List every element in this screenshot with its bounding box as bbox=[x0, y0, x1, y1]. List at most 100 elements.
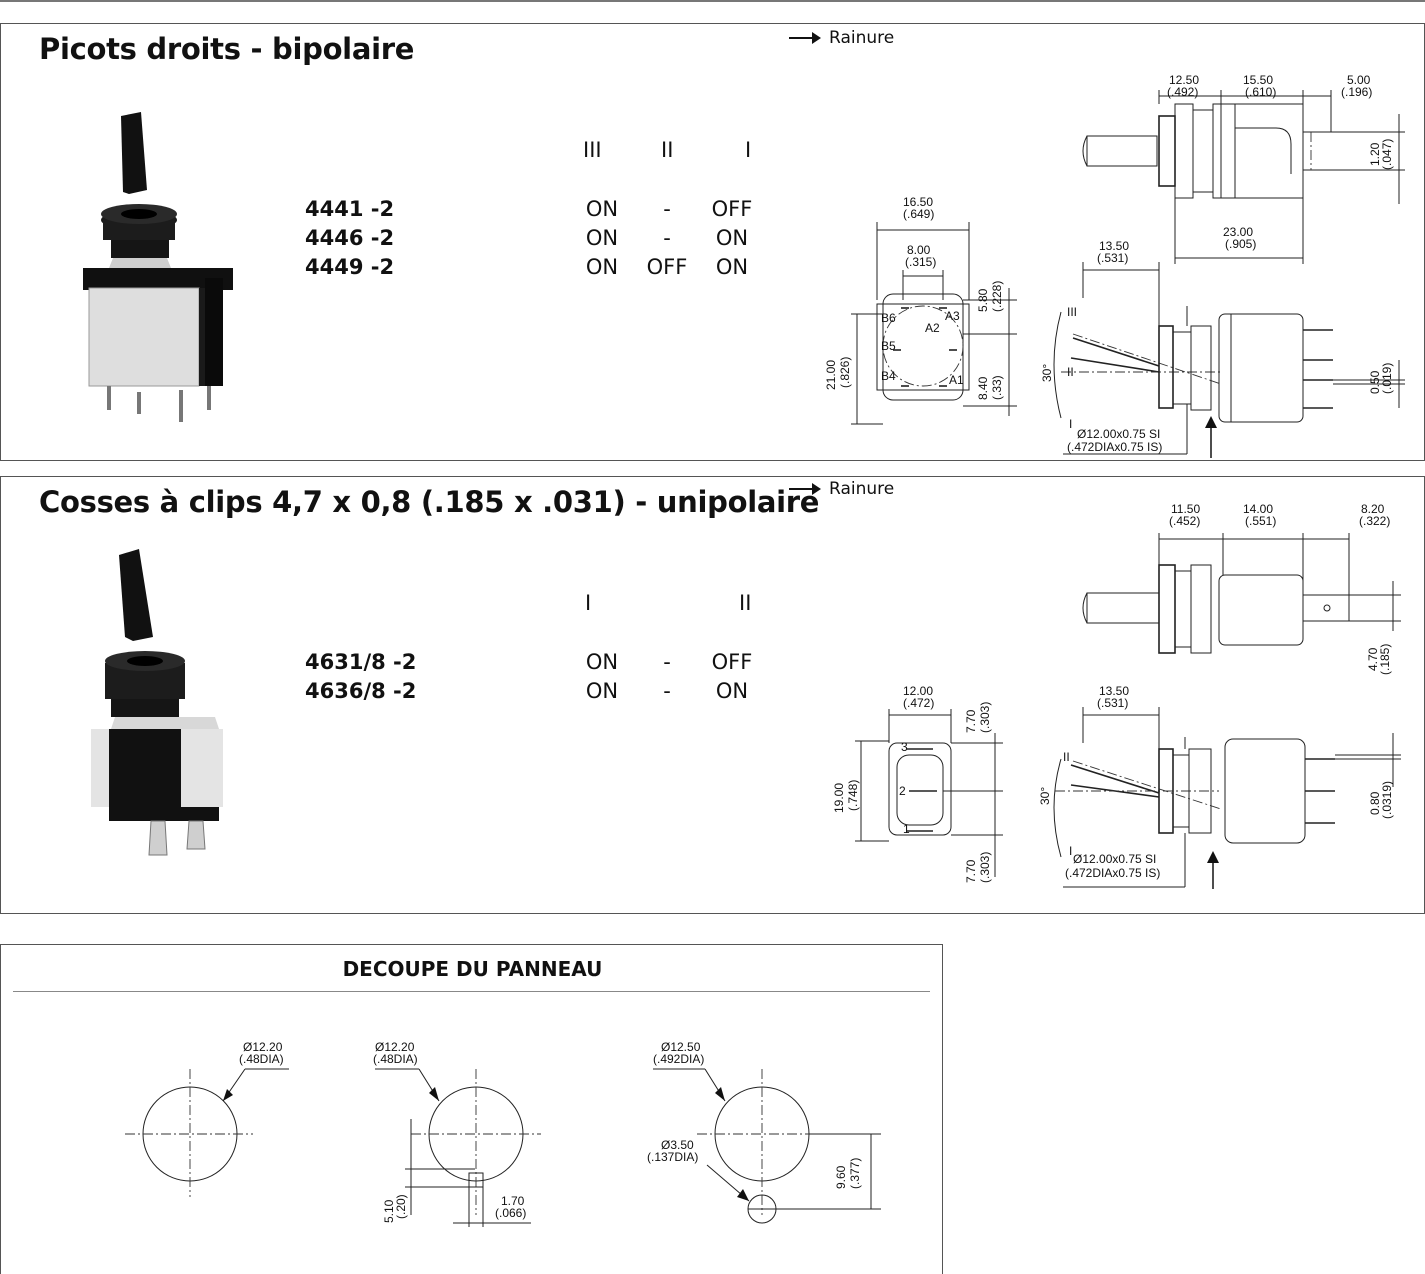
dim-text: (.452) bbox=[1169, 514, 1200, 528]
part-code: 4636/8 -2 bbox=[305, 679, 417, 703]
part-code: 4449 -2 bbox=[305, 255, 395, 279]
dim-text: (.0319) bbox=[1380, 781, 1394, 819]
dim-text: (.905) bbox=[1225, 237, 1256, 251]
dim-text: 5.00 bbox=[1347, 73, 1371, 87]
dim-text: 21.00 bbox=[824, 360, 838, 390]
cutout-dim: (.492DIA) bbox=[653, 1052, 704, 1066]
dim-text: 8.20 bbox=[1361, 502, 1385, 516]
cutout-dim: 5.10 bbox=[382, 1199, 396, 1223]
dim-text: 0.50 bbox=[1368, 370, 1382, 394]
position-label: II bbox=[1067, 365, 1074, 379]
dim-text: 23.00 bbox=[1223, 225, 1253, 239]
pin-label: B6 bbox=[881, 311, 896, 325]
technical-drawing-unipolar: 11.50 (.452) 14.00 (.551) 8.20 (.322) 4.… bbox=[832, 502, 1401, 889]
rainure-legend: Rainure bbox=[789, 28, 894, 48]
section-quick-connect-unipolar: Cosses à clips 4,7 x 0,8 (.185 x .031) -… bbox=[0, 476, 1425, 914]
thread-label: (.472DIAx0.75 IS) bbox=[1065, 866, 1160, 880]
rainure-label: Rainure bbox=[829, 479, 895, 499]
position-label: I bbox=[1069, 844, 1072, 858]
position-header-II: II bbox=[739, 591, 752, 615]
cell: - bbox=[663, 679, 671, 703]
dim-text: 14.00 bbox=[1243, 502, 1273, 516]
terminal-label: 3 bbox=[901, 740, 908, 754]
dim-text: 4.70 bbox=[1366, 647, 1380, 671]
toggle-switch-photo bbox=[83, 112, 233, 422]
position-header-I: I bbox=[585, 591, 592, 615]
pin-label: B5 bbox=[881, 339, 896, 353]
dim-text: 13.50 bbox=[1099, 684, 1129, 698]
cutout-dim: Ø3.50 bbox=[661, 1138, 694, 1152]
dim-text: 0.80 bbox=[1368, 791, 1382, 815]
cell: ON bbox=[585, 255, 619, 279]
dim-text: (.649) bbox=[903, 207, 934, 221]
thread-label: Ø12.00x0.75 SI bbox=[1077, 427, 1160, 441]
top-rule bbox=[0, 0, 1425, 2]
cutout-dim: Ø12.20 bbox=[375, 1040, 415, 1054]
dim-text: 1.20 bbox=[1368, 142, 1382, 166]
dim-text: (.531) bbox=[1097, 696, 1128, 710]
dim-text: (.303) bbox=[978, 702, 992, 733]
position-header-III: III bbox=[583, 138, 602, 162]
dim-text: 11.50 bbox=[1171, 502, 1200, 516]
angle-label: 30° bbox=[1038, 787, 1052, 805]
dim-text: 8.40 bbox=[976, 376, 990, 400]
part-code: 4631/8 -2 bbox=[305, 650, 417, 674]
dim-text: 7.70 bbox=[964, 859, 978, 883]
cutout-dim: (.066) bbox=[495, 1206, 526, 1220]
cutout-dim: Ø12.20 bbox=[243, 1040, 283, 1054]
part-code: 4446 -2 bbox=[305, 226, 395, 250]
dim-text: (.492) bbox=[1167, 85, 1198, 99]
cell: OFF bbox=[646, 255, 688, 279]
cell: ON bbox=[715, 226, 749, 250]
cell: OFF bbox=[711, 650, 753, 674]
dim-text: (.315) bbox=[905, 255, 936, 269]
cell: ON bbox=[715, 679, 749, 703]
cell: ON bbox=[585, 226, 619, 250]
arrow-up-icon bbox=[1207, 851, 1219, 863]
terminal-label: 1 bbox=[903, 822, 910, 836]
position-label: I bbox=[1069, 417, 1072, 431]
dim-text: (.303) bbox=[978, 852, 992, 883]
cell: - bbox=[663, 650, 671, 674]
cutout-dim: 9.60 bbox=[834, 1165, 848, 1189]
panel-title: DECOUPE DU PANNEAU bbox=[342, 957, 603, 981]
dim-text: (.185) bbox=[1378, 644, 1392, 675]
dim-text: (.019) bbox=[1380, 363, 1394, 394]
arrow-right-icon bbox=[789, 32, 821, 44]
pin-label: A1 bbox=[949, 373, 964, 387]
dim-text: (.228) bbox=[990, 281, 1004, 312]
dim-text: 13.50 bbox=[1099, 239, 1129, 253]
section-title: Cosses à clips 4,7 x 0,8 (.185 x .031) -… bbox=[39, 485, 820, 519]
cell: - bbox=[663, 226, 671, 250]
cutout-dim: (.20) bbox=[394, 1194, 408, 1219]
technical-drawing-bipolar: 12.50 (.492) 15.50 (.610) 5.00 (.196) 1.… bbox=[824, 73, 1405, 458]
pin-label: B4 bbox=[881, 369, 896, 383]
dim-text: (.322) bbox=[1359, 514, 1390, 528]
position-label: III bbox=[1067, 305, 1077, 319]
dim-text: 15.50 bbox=[1243, 73, 1273, 87]
cutout-dim: (.48DIA) bbox=[373, 1052, 418, 1066]
rainure-label: Rainure bbox=[829, 28, 895, 48]
dim-text: (.748) bbox=[846, 780, 860, 811]
cell: ON bbox=[585, 650, 619, 674]
part-code: 4441 -2 bbox=[305, 197, 395, 221]
dim-text: 7.70 bbox=[964, 709, 978, 733]
dim-text: (.33) bbox=[990, 375, 1004, 400]
thread-label: (.472DIAx0.75 IS) bbox=[1067, 440, 1162, 454]
dim-text: 19.00 bbox=[832, 783, 846, 813]
dim-text: (.196) bbox=[1341, 85, 1372, 99]
cutout-dim: 1.70 bbox=[501, 1194, 525, 1208]
position-label: II bbox=[1063, 750, 1070, 764]
section-straight-pins-bipolar: Picots droits - bipolaire Rainure III II… bbox=[0, 23, 1425, 461]
arrow-right-icon bbox=[789, 483, 821, 495]
pin-label: A3 bbox=[945, 309, 960, 323]
thread-label: Ø12.00x0.75 SI bbox=[1073, 852, 1156, 866]
dim-text: (.472) bbox=[903, 696, 934, 710]
cutout-dim: (.377) bbox=[848, 1158, 862, 1189]
panel-cutout-drawings: Ø12.20 (.48DIA) Ø12.20 (.48DIA) 5.10 (.2… bbox=[125, 1040, 881, 1227]
dim-text: 5.80 bbox=[976, 288, 990, 312]
dim-text: 12.00 bbox=[903, 684, 933, 698]
terminal-label: 2 bbox=[899, 784, 906, 798]
dim-text: (.551) bbox=[1245, 514, 1276, 528]
cutout-dim: (.48DIA) bbox=[239, 1052, 284, 1066]
